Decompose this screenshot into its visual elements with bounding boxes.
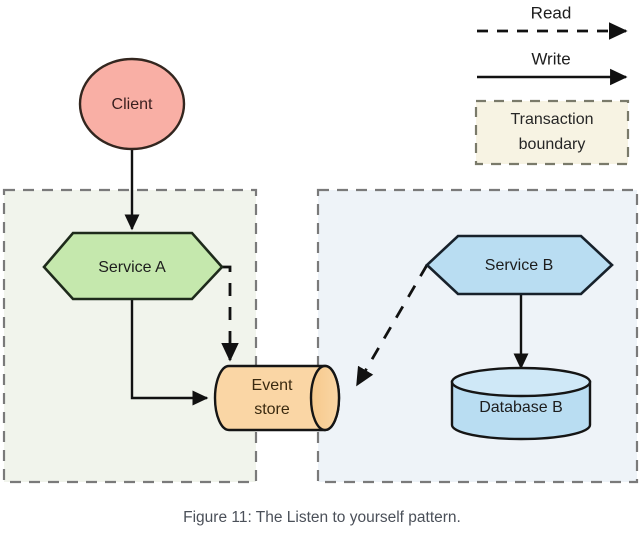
legend-boundary-swatch: [474, 99, 630, 166]
service-b-label: Service B: [485, 257, 553, 274]
service-a-hexagon: [42, 231, 224, 301]
node-event-store[interactable]: Event store: [213, 364, 341, 432]
edge-service-a-write-event-store: [130, 295, 209, 406]
legend-boundary-label-line2: boundary: [519, 136, 586, 153]
boundary-right-service-b: [316, 188, 639, 484]
database-b-body: [450, 380, 592, 441]
node-client[interactable]: Client: [78, 57, 186, 151]
database-b-top: [450, 366, 592, 398]
legend: Read Write Transaction boundary: [474, 3, 630, 166]
event-store-cap: [309, 364, 341, 432]
node-service-a[interactable]: Service A: [42, 231, 224, 301]
service-b-hexagon: [425, 234, 614, 296]
database-b-label: Database B: [479, 399, 563, 416]
legend-write-label: Write: [531, 49, 570, 68]
figure-caption: Figure 11: The Listen to yourself patter…: [183, 509, 461, 526]
service-a-label: Service A: [98, 259, 166, 276]
node-database-b[interactable]: Database B: [450, 366, 592, 441]
client-label: Client: [112, 96, 153, 113]
legend-boundary-label-line1: Transaction: [511, 111, 594, 128]
client-ellipse: [78, 57, 186, 151]
edge-service-a-read-path: [221, 265, 239, 362]
event-store-label-line2: store: [254, 401, 290, 418]
edge-service-a-read-event-store: [221, 265, 239, 362]
boundary-right-rect: [316, 188, 639, 484]
legend-read-label: Read: [531, 3, 572, 22]
edge-service-a-write-path: [130, 295, 209, 406]
event-store-label-line1: Event: [252, 377, 293, 394]
node-service-b[interactable]: Service B: [425, 234, 614, 296]
